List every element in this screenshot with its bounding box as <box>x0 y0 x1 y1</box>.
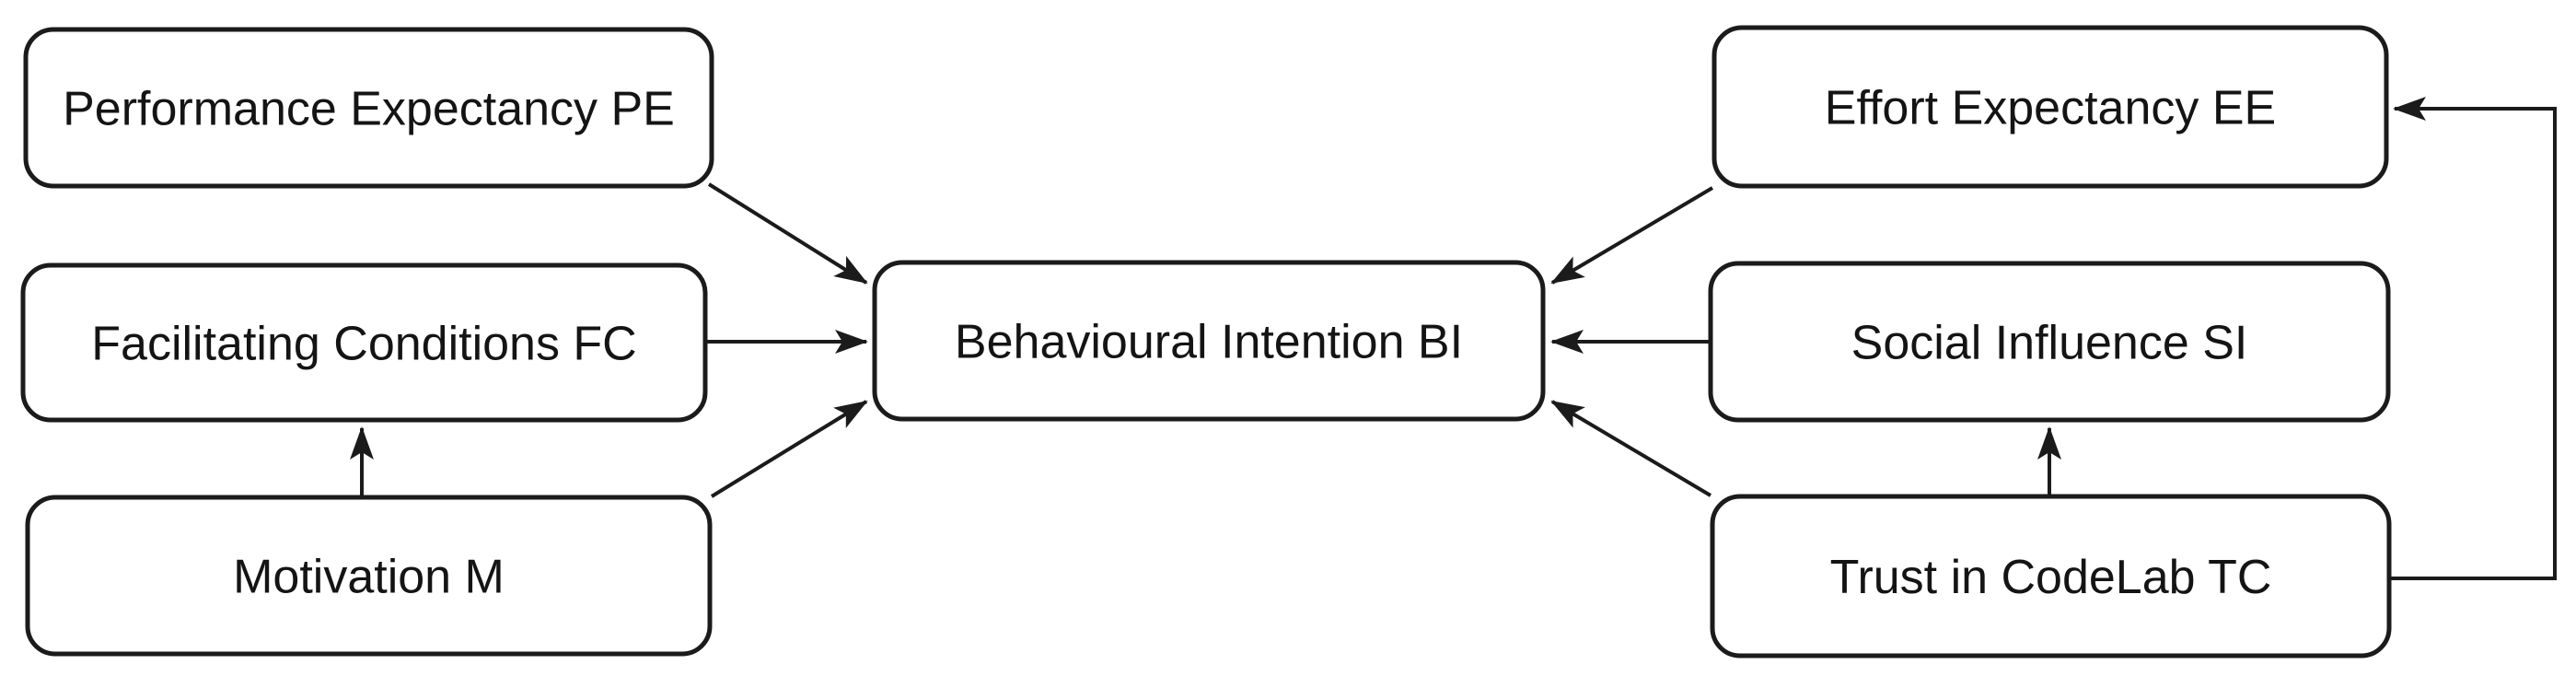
node-label-ee: Effort Expectancy EE <box>1825 82 2276 135</box>
node-box-si <box>1708 261 2391 423</box>
edge-pe-bi <box>707 182 868 285</box>
edge-tc-ee <box>2391 97 2557 580</box>
node-box-bi <box>872 260 1546 422</box>
nodes-layer: Performance Expectancy PE Facilitating Co… <box>20 25 2392 659</box>
node-label-m: Motivation M <box>233 551 505 604</box>
node-box-ee <box>1712 25 2389 189</box>
node-pe: Performance Expectancy PE <box>23 27 714 189</box>
edge-ee-bi <box>1550 186 1714 285</box>
node-label-fc: Facilitating Conditions FC <box>91 318 636 371</box>
node-box-fc <box>20 262 708 423</box>
node-label-bi: Behavioural Intention BI <box>955 316 1463 369</box>
node-fc: Facilitating Conditions FC <box>20 262 708 423</box>
node-box-tc <box>1710 494 2392 659</box>
node-bi: Behavioural Intention BI <box>872 260 1546 422</box>
edges-layer <box>350 97 2557 580</box>
node-label-tc: Trust in CodeLab TC <box>1830 551 2272 604</box>
node-tc: Trust in CodeLab TC <box>1710 494 2392 659</box>
node-box-pe <box>23 27 714 189</box>
node-label-si: Social Influence SI <box>1851 317 2248 370</box>
node-ee: Effort Expectancy EE <box>1712 25 2389 189</box>
edge-tc-bi <box>1550 400 1712 497</box>
edge-m-bi <box>710 400 868 498</box>
node-box-m <box>25 495 713 657</box>
node-label-pe: Performance Expectancy PE <box>63 83 675 136</box>
node-m: Motivation M <box>25 495 713 657</box>
node-si: Social Influence SI <box>1708 261 2391 423</box>
